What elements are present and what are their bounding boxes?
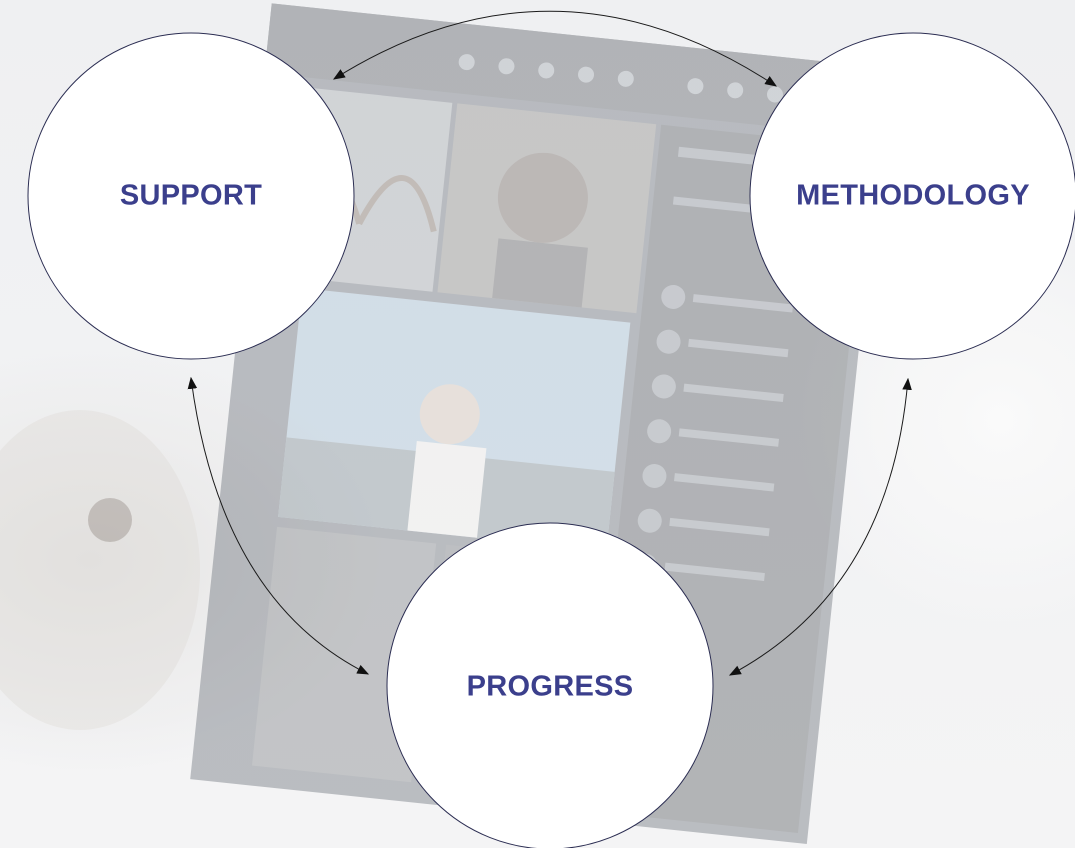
node-methodology-circle <box>749 32 1075 360</box>
connector-methodology-progress <box>728 377 912 676</box>
node-methodology: METHODOLOGY <box>749 32 1075 360</box>
node-support-label: SUPPORT <box>120 180 262 212</box>
node-support: SUPPORT <box>27 32 355 360</box>
node-support-circle <box>27 32 355 360</box>
node-progress: PROGRESS <box>386 522 714 848</box>
node-methodology-label: METHODOLOGY <box>796 180 1030 212</box>
node-progress-circle <box>386 522 714 848</box>
connector-support-progress <box>187 376 370 675</box>
node-progress-label: PROGRESS <box>467 671 634 703</box>
connector-support-methodology <box>332 10 778 87</box>
